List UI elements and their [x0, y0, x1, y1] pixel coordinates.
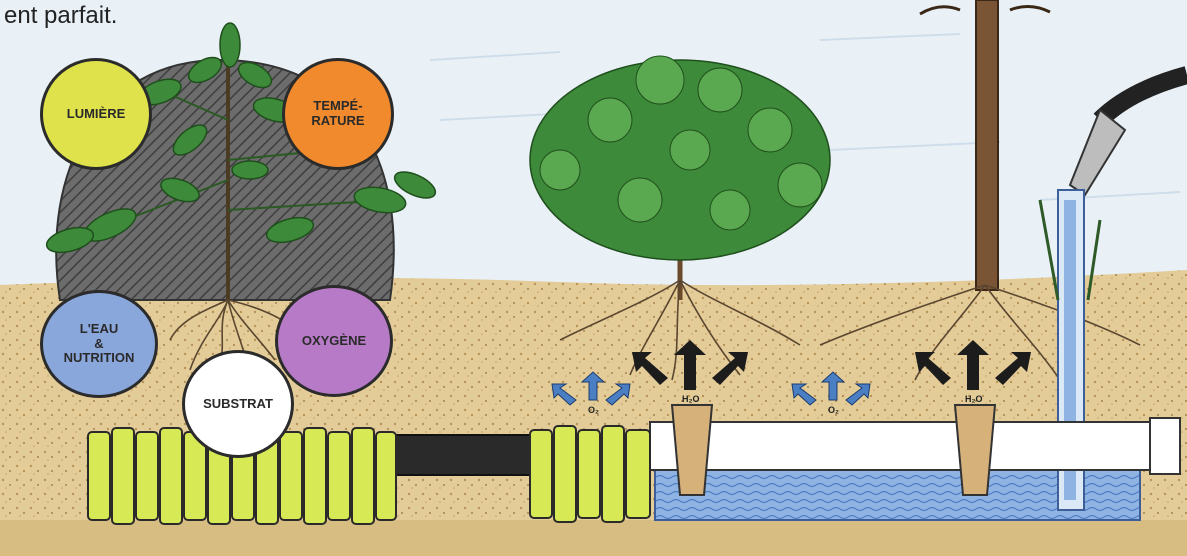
pipe-end-cap: [1150, 418, 1180, 474]
soil-base: [0, 520, 1187, 556]
oxygen-marker-right: O₂: [828, 405, 839, 415]
factor-substrate-circle: SUBSTRAT: [182, 350, 294, 458]
middle-green-pipe: [530, 426, 650, 522]
water-marker-right: H₂O: [965, 394, 983, 404]
factor-water-nutrition-label: L'EAU & NUTRITION: [64, 322, 135, 367]
wick-cone-left: [672, 405, 712, 495]
caption-text: ent parfait.: [4, 2, 117, 30]
factor-temperature-label: TEMPÉ- RATURE: [311, 99, 364, 129]
factor-light-circle: LUMIÈRE: [40, 58, 152, 170]
factor-oxygen-label: OXYGÈNE: [302, 334, 366, 349]
factor-oxygen-circle: OXYGÈNE: [275, 285, 393, 397]
wick-cone-right: [955, 405, 995, 495]
factor-temperature-circle: TEMPÉ- RATURE: [282, 58, 394, 170]
water-marker-left: H₂O: [682, 394, 700, 404]
factor-light-label: LUMIÈRE: [67, 107, 126, 122]
factor-water-nutrition-circle: L'EAU & NUTRITION: [40, 290, 158, 398]
dark-connector-pipe: [395, 435, 530, 475]
factor-substrate-label: SUBSTRAT: [203, 397, 273, 412]
white-pipe: [650, 422, 1160, 470]
oxygen-marker-left: O₂: [588, 405, 599, 415]
